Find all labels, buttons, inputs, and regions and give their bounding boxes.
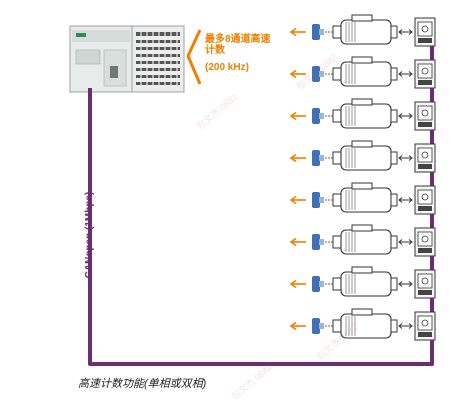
motor-icon xyxy=(332,140,398,171)
drive-module-icon xyxy=(414,101,436,131)
bidirectional-arrow xyxy=(398,281,413,287)
annotation-line2: 计数 xyxy=(205,45,225,56)
signal-arrow xyxy=(289,279,306,289)
bus-link xyxy=(430,298,434,312)
bus-link xyxy=(430,340,434,354)
channel-row xyxy=(289,266,436,312)
svg-text:包文杰 0882: 包文杰 0882 xyxy=(229,361,274,401)
drive-module-icon xyxy=(414,269,436,299)
plc-controller xyxy=(69,25,185,93)
motor-icon xyxy=(332,224,398,255)
bus-link xyxy=(430,214,434,228)
bidirectional-arrow xyxy=(398,155,413,161)
signal-arrow xyxy=(289,27,306,37)
signal-arrow xyxy=(289,69,306,79)
motor-icon xyxy=(332,182,398,213)
bidirectional-arrow xyxy=(398,323,413,329)
motor-icon xyxy=(332,266,398,297)
motor-icon xyxy=(332,308,398,339)
encoder-icon xyxy=(312,318,324,334)
signal-arrow xyxy=(289,111,306,121)
bidirectional-arrow xyxy=(398,29,413,35)
motor-icon xyxy=(332,14,398,45)
motor-icon xyxy=(332,98,398,129)
annotation-line1: 最多8通道高速 xyxy=(205,34,271,45)
signal-arrow xyxy=(289,321,306,331)
motor-icon xyxy=(332,56,398,87)
bus-link xyxy=(430,88,434,102)
channel-row xyxy=(289,308,436,354)
canopen-bus-label: CANopen (1Mbps) xyxy=(84,191,95,279)
channel-row xyxy=(289,140,436,186)
bidirectional-arrow xyxy=(398,113,413,119)
encoder-icon xyxy=(312,276,324,292)
bus-link xyxy=(430,130,434,144)
encoder-icon xyxy=(312,192,324,208)
encoder-icon xyxy=(312,108,324,124)
encoder-icon xyxy=(312,150,324,166)
bidirectional-arrow xyxy=(398,239,413,245)
figure-caption: 高速计数功能(单相或双相) xyxy=(78,378,207,390)
bidirectional-arrow xyxy=(398,197,413,203)
drive-module-icon xyxy=(414,17,436,47)
bus-link xyxy=(430,172,434,186)
watermark: 包文杰 0882 包文杰 0882 包文杰 0882 包文杰 0882 xyxy=(194,51,359,401)
frequency-annotation: (200 kHz) xyxy=(205,62,249,73)
channel-row xyxy=(289,56,436,102)
channel-row xyxy=(289,14,436,60)
svg-text:包文杰 0882: 包文杰 0882 xyxy=(294,51,339,91)
signal-arrow xyxy=(289,195,306,205)
drive-module-icon xyxy=(414,185,436,215)
bidirectional-arrow xyxy=(398,71,413,77)
channel-row xyxy=(289,182,436,228)
drive-module-icon xyxy=(414,311,436,341)
encoder-icon xyxy=(312,24,324,40)
channel-count-annotation: 最多8通道高速 计数 xyxy=(205,34,315,56)
drive-module-icon xyxy=(414,227,436,257)
drive-module-icon xyxy=(414,143,436,173)
bus-link xyxy=(430,46,434,60)
drive-module-icon xyxy=(414,59,436,89)
svg-text:包文杰 0882: 包文杰 0882 xyxy=(194,91,239,131)
encoder-icon xyxy=(312,234,324,250)
signal-arrow xyxy=(289,153,306,163)
channel-row xyxy=(289,98,436,144)
bus-link xyxy=(430,256,434,270)
signal-arrow xyxy=(289,237,306,247)
channel-row xyxy=(289,224,436,270)
counting-channels xyxy=(289,14,436,354)
channel-bracket xyxy=(186,29,202,85)
encoder-icon xyxy=(312,66,324,82)
